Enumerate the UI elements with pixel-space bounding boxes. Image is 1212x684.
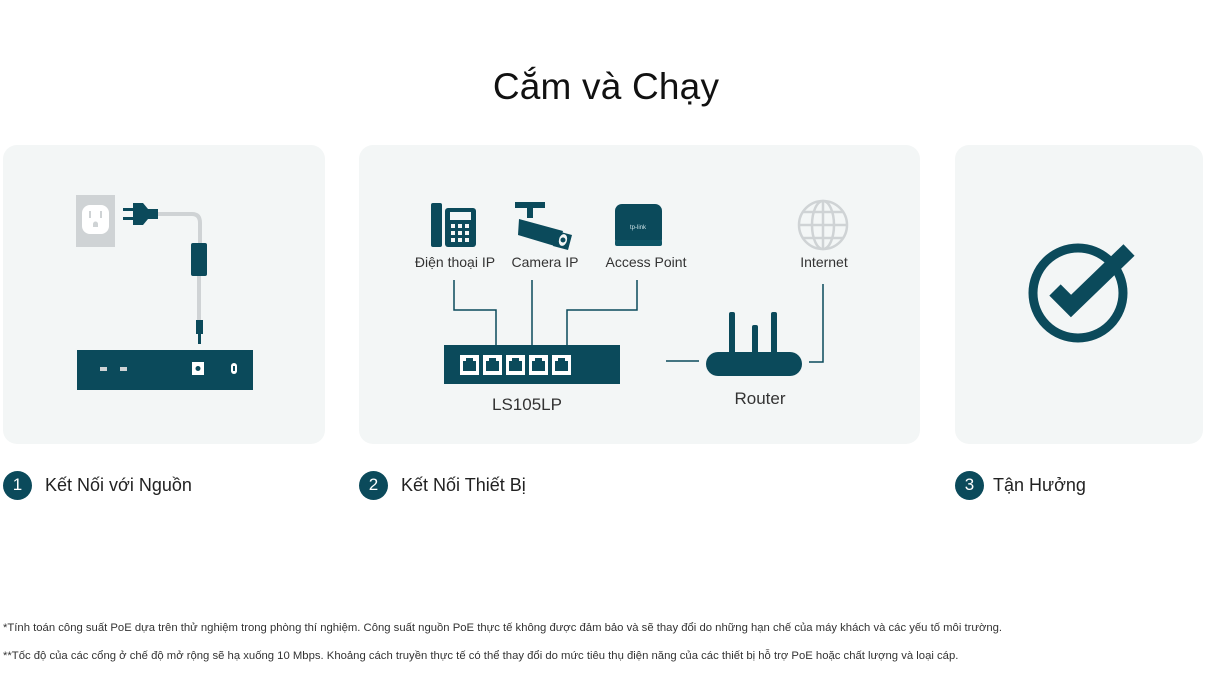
device-label-camera: Camera IP [512,254,579,270]
step-3: 3 Tận Hưởng [955,470,1086,500]
wall-outlet-icon [76,195,115,247]
camera-icon [515,202,572,250]
power-connection-illustration [76,195,253,390]
power-connection-card [3,145,325,444]
globe-icon [797,199,849,251]
switch-label: LS105LP [492,395,562,414]
device-connection-card: tp-link Điện thoại IP Camera IP Access P… [359,145,920,444]
checkmark-circle-icon [1028,243,1135,343]
connection-lines [453,280,824,363]
footnote-poe-power: *Tính toán công suất PoE dựa trên thử ng… [3,622,1003,634]
plug-icon [123,203,158,225]
device-connection-diagram: tp-link Điện thoại IP Camera IP Access P… [415,199,849,414]
enjoy-card [955,145,1203,444]
step-number-badge: 3 [955,470,984,500]
svg-text:tp-link: tp-link [630,225,647,231]
step-number-badge: 2 [359,470,388,500]
switch-back-icon [77,350,253,390]
access-point-icon: tp-link [615,204,662,246]
device-label-access-point: Access Point [606,254,687,270]
switch-front-icon [444,345,620,384]
page-title: Cắm và Chạy [492,66,720,107]
device-label-ip-phone: Điện thoại IP [415,254,495,270]
step-label: Tận Hưởng [993,474,1086,495]
ip-phone-icon [431,203,476,247]
step-1: 1 Kết Nối với Nguồn [3,470,192,500]
router-icon [706,312,802,376]
device-label-internet: Internet [800,254,848,270]
step-number-badge: 1 [3,470,32,500]
step-2: 2 Kết Nối Thiết Bị [359,470,526,500]
power-adapter-icon [191,243,207,276]
step-label: Kết Nối với Nguồn [45,474,192,495]
router-label: Router [734,389,785,408]
footnote-extend-mode: **Tốc độ của các cổng ở chế độ mở rộng s… [3,650,959,662]
step-label: Kết Nối Thiết Bị [401,474,526,495]
